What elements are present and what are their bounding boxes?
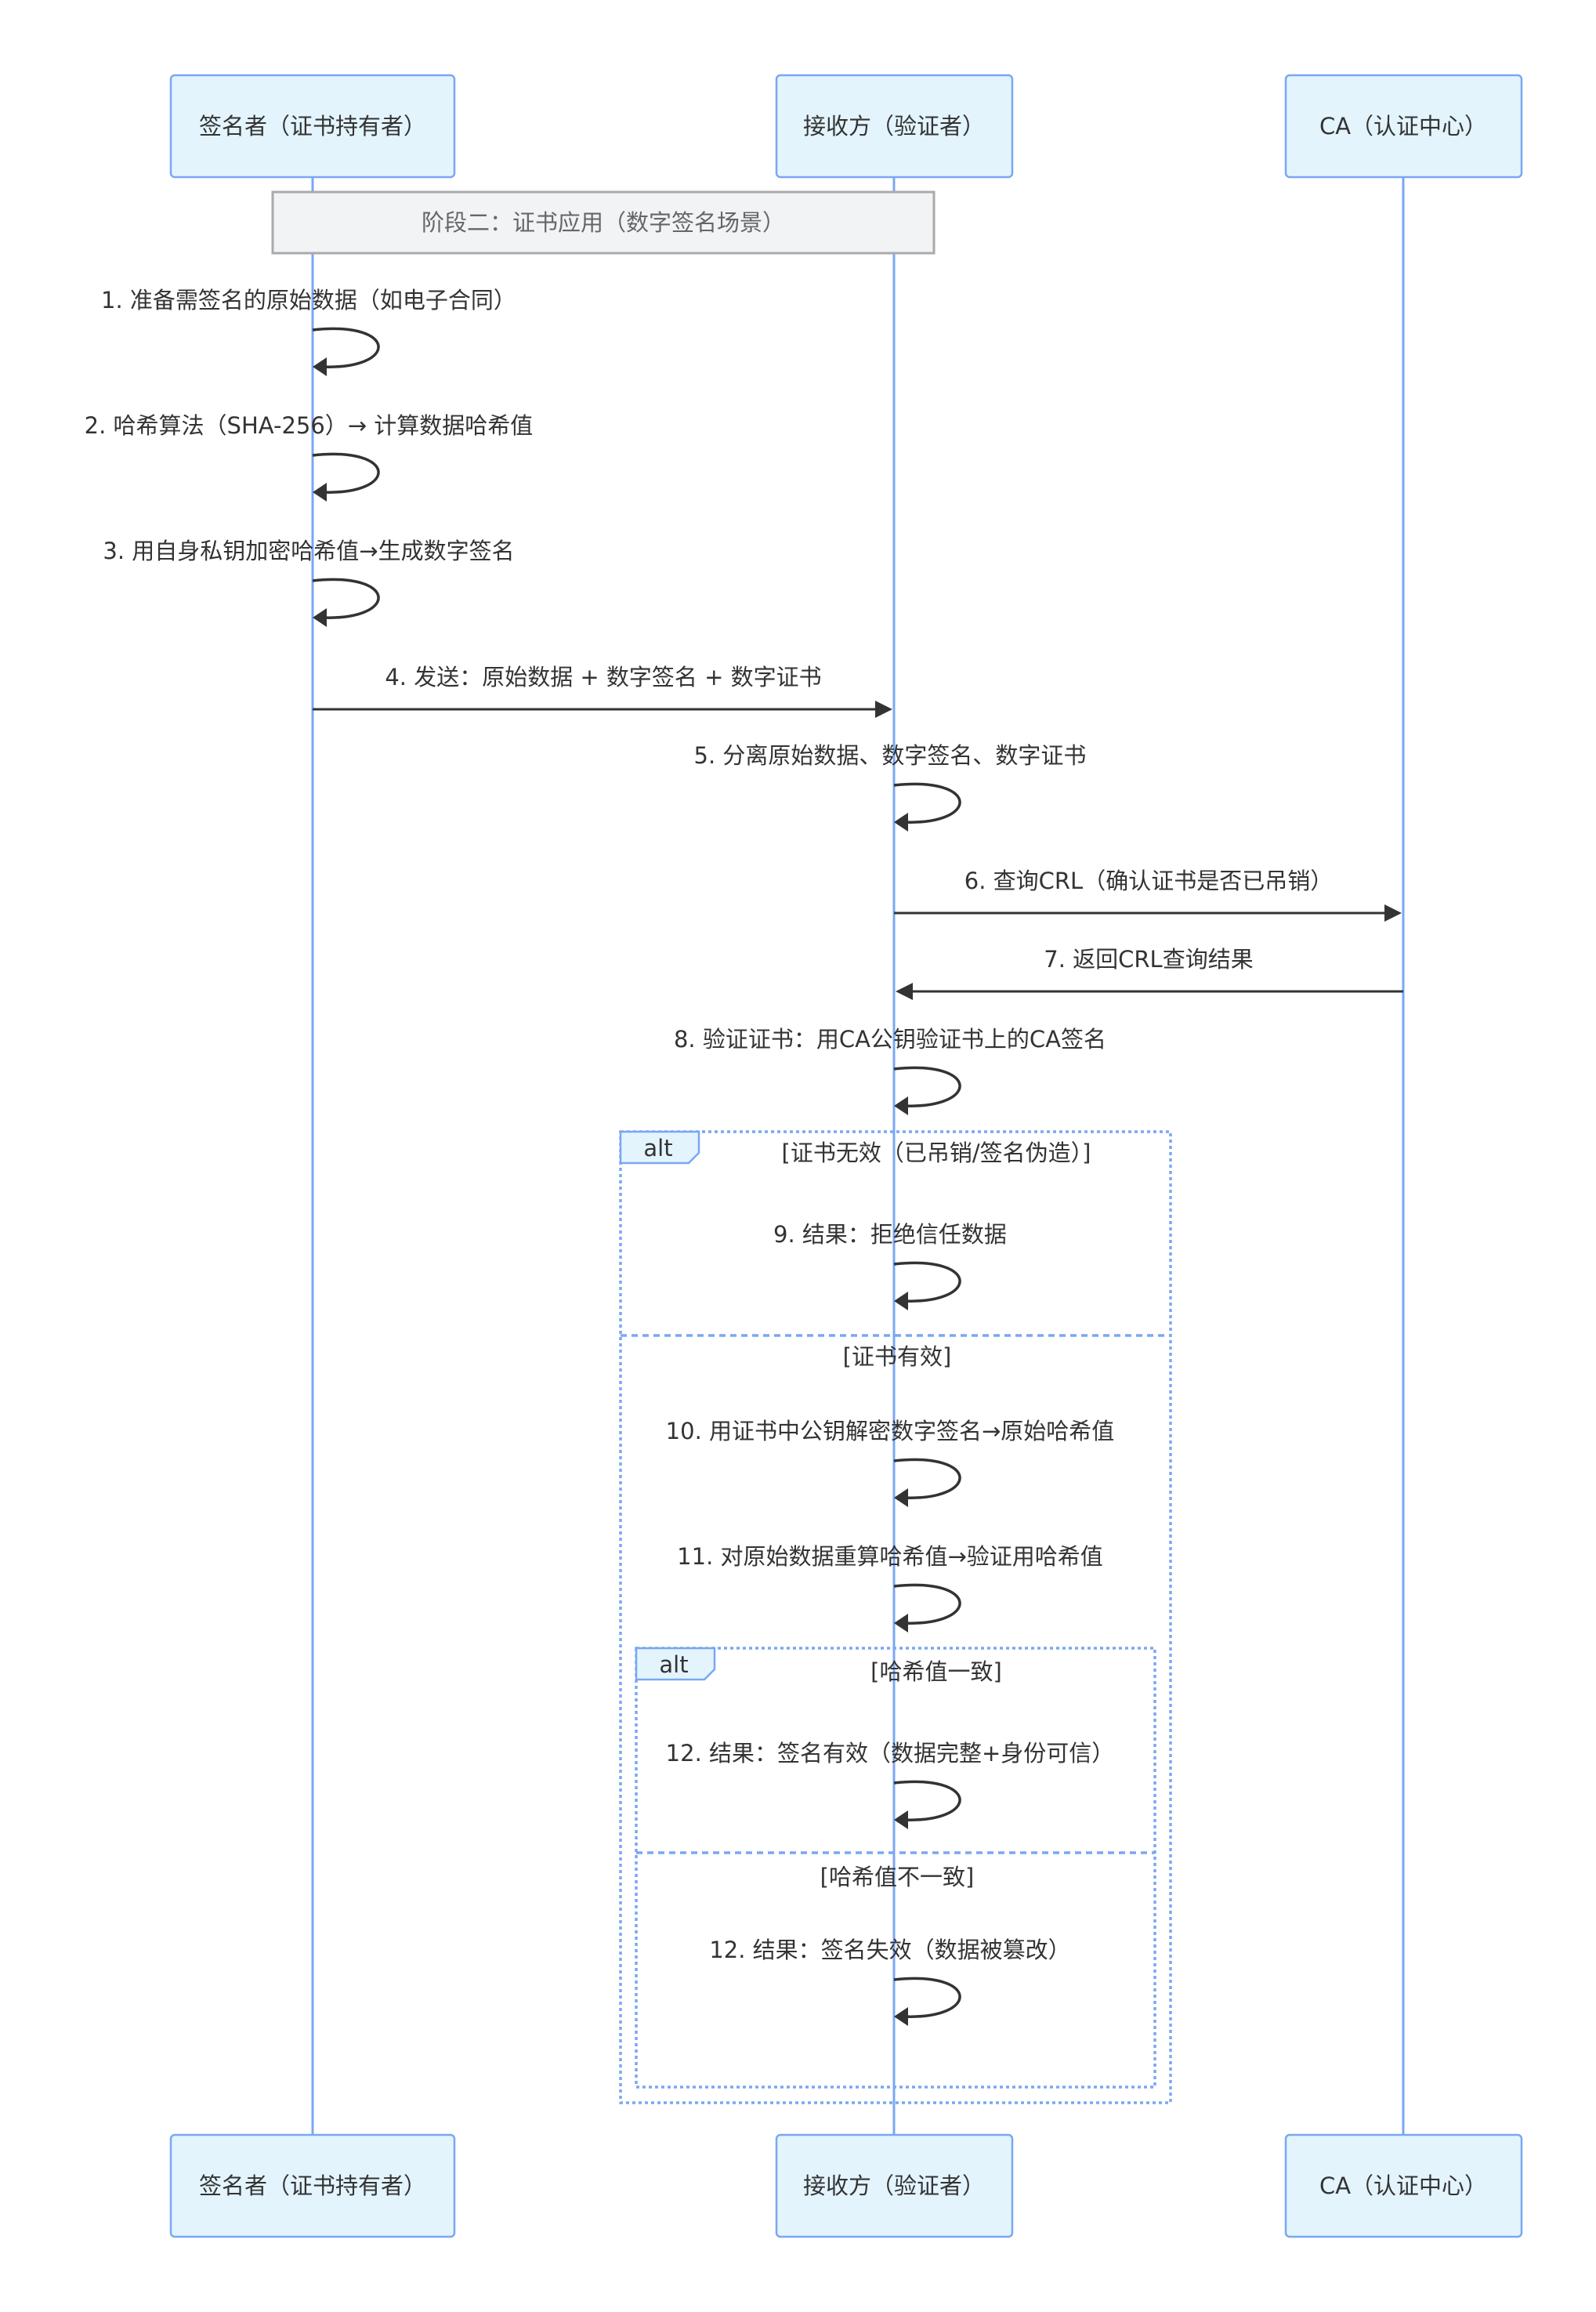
message-11: 11. 对原始数据重算哈希值→验证用哈希值 xyxy=(677,1543,1103,1633)
arrowhead-icon xyxy=(894,1096,908,1115)
self-loop-arrow xyxy=(893,1977,961,2018)
arrowhead-icon xyxy=(894,813,908,832)
message-label: 12. 结果：签名有效（数据完整+身份可信） xyxy=(666,1740,1115,1767)
message-12: 12. 结果：签名有效（数据完整+身份可信） xyxy=(666,1740,1115,1829)
arrowhead-icon xyxy=(313,483,327,502)
self-loop-arrow xyxy=(312,452,380,494)
alt-condition: [哈希值不一致] xyxy=(820,1864,975,1890)
arrowhead-icon xyxy=(894,1292,908,1310)
message-2: 2. 哈希算法（SHA-256）→ 计算数据哈希值 xyxy=(85,412,534,502)
arrowhead-icon xyxy=(313,608,327,627)
actor-label: 签名者（证书持有者） xyxy=(199,113,426,140)
message-6: 6. 查询CRL（确认证书是否已吊销） xyxy=(894,868,1402,922)
actor-signer-top[interactable]: 签名者（证书持有者） xyxy=(169,74,456,179)
alt-condition: [证书有效] xyxy=(843,1343,952,1370)
arrowhead-icon xyxy=(875,701,892,718)
message-label: 1. 准备需签名的原始数据（如电子合同） xyxy=(101,287,516,313)
self-loop-arrow xyxy=(893,1583,961,1625)
message-label: 6. 查询CRL（确认证书是否已吊销） xyxy=(964,868,1333,894)
actor-ca-bottom[interactable]: CA（认证中心） xyxy=(1284,2133,1523,2238)
message-label: 4. 发送：原始数据 + 数字签名 + 数字证书 xyxy=(385,664,821,690)
actor-label: 接收方（验证者） xyxy=(803,113,985,140)
self-loop-arrow xyxy=(893,1458,961,1499)
self-loop-arrow xyxy=(312,327,380,368)
arrowhead-icon xyxy=(313,357,327,376)
actor-label: CA（认证中心） xyxy=(1319,2172,1487,2199)
message-1: 1. 准备需签名的原始数据（如电子合同） xyxy=(101,287,516,376)
alt-frame-certificate: alt [证书无效（已吊销/签名伪造）] [证书有效] xyxy=(619,1130,1172,2104)
actor-receiver-top[interactable]: 接收方（验证者） xyxy=(775,74,1014,179)
arrowhead-icon xyxy=(896,983,913,1000)
actor-receiver-bottom[interactable]: 接收方（验证者） xyxy=(775,2133,1014,2238)
phase-note: 阶段二：证书应用（数字签名场景） xyxy=(271,190,936,255)
message-label: 10. 用证书中公钥解密数字签名→原始哈希值 xyxy=(666,1418,1115,1444)
message-label: 9. 结果：拒绝信任数据 xyxy=(773,1221,1007,1248)
actor-ca-top[interactable]: CA（认证中心） xyxy=(1284,74,1523,179)
alt-condition: [证书无效（已吊销/签名伪造）] xyxy=(782,1140,1091,1166)
phase-note-label: 阶段二：证书应用（数字签名场景） xyxy=(422,209,785,236)
message-5: 5. 分离原始数据、数字签名、数字证书 xyxy=(694,742,1087,832)
alt-keyword: alt xyxy=(659,1651,688,1678)
alt-condition: [哈希值一致] xyxy=(870,1658,1002,1685)
message-7: 7. 返回CRL查询结果 xyxy=(896,946,1403,1000)
message-3: 3. 用自身私钥加密哈希值→生成数字签名 xyxy=(103,538,515,627)
message-label: 7. 返回CRL查询结果 xyxy=(1044,946,1253,973)
message-9: 9. 结果：拒绝信任数据 xyxy=(773,1221,1007,1310)
message-4: 4. 发送：原始数据 + 数字签名 + 数字证书 xyxy=(313,664,892,718)
actor-label: CA（认证中心） xyxy=(1319,113,1487,140)
arrowhead-icon xyxy=(894,1810,908,1829)
arrowhead-icon xyxy=(1384,904,1402,922)
message-label: 3. 用自身私钥加密哈希值→生成数字签名 xyxy=(103,538,514,564)
messages: 1. 准备需签名的原始数据（如电子合同） 2. 哈希算法（SHA-256）→ 计算… xyxy=(85,287,1403,2026)
message-8: 8. 验证证书：用CA公钥验证书上的CA签名 xyxy=(674,1026,1106,1115)
message-label: 8. 验证证书：用CA公钥验证书上的CA签名 xyxy=(674,1026,1106,1053)
message-label: 2. 哈希算法（SHA-256）→ 计算数据哈希值 xyxy=(85,412,534,439)
actor-label: 接收方（验证者） xyxy=(803,2172,985,2199)
actor-label: 签名者（证书持有者） xyxy=(199,2172,426,2199)
arrowhead-icon xyxy=(894,1488,908,1507)
message-10: 10. 用证书中公钥解密数字签名→原始哈希值 xyxy=(666,1418,1115,1507)
arrowhead-icon xyxy=(894,2007,908,2026)
message-label: 12. 结果：签名失效（数据被篡改） xyxy=(709,1937,1070,1963)
alt-frame-hash: alt [哈希值一致] [哈希值不一致] xyxy=(635,1647,1156,2089)
alt-keyword: alt xyxy=(643,1135,672,1161)
self-loop-arrow xyxy=(893,1780,961,1821)
arrowhead-icon xyxy=(894,1614,908,1633)
message-label: 5. 分离原始数据、数字签名、数字证书 xyxy=(694,742,1087,769)
self-loop-arrow xyxy=(893,782,961,824)
actor-signer-bottom[interactable]: 签名者（证书持有者） xyxy=(169,2133,456,2238)
message-label: 11. 对原始数据重算哈希值→验证用哈希值 xyxy=(677,1543,1103,1570)
self-loop-arrow xyxy=(893,1066,961,1107)
self-loop-arrow xyxy=(312,578,380,619)
self-loop-arrow xyxy=(893,1261,961,1303)
message-13: 12. 结果：签名失效（数据被篡改） xyxy=(709,1937,1071,2026)
